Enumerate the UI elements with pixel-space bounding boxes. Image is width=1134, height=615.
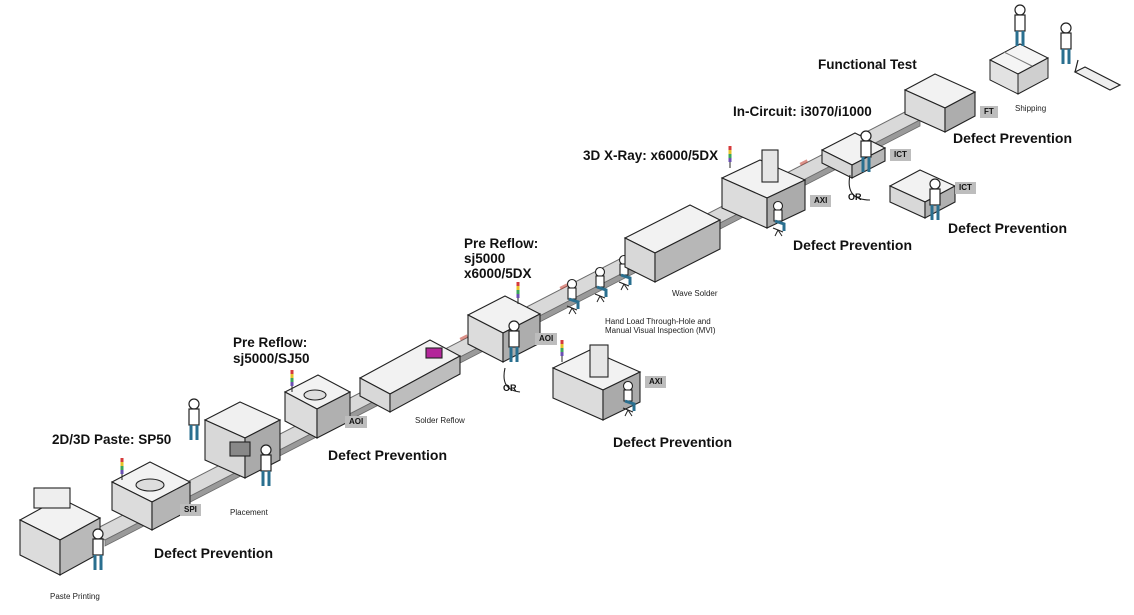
- axi-alt-defect-prevention: Defect Prevention: [613, 434, 733, 450]
- aoi1-heading-line2: sj5000/SJ50: [233, 351, 310, 366]
- hand-load-caption-line2: Manual Visual Inspection (MVI): [605, 326, 716, 335]
- ict-heading: In-Circuit: i3070/i1000: [733, 104, 872, 119]
- paste-printing-caption: Paste Printing: [50, 592, 100, 601]
- placement-caption: Placement: [230, 508, 268, 517]
- ft-defect-prevention: Defect Prevention: [953, 130, 1073, 146]
- aoi1-tag: AOI: [345, 416, 368, 428]
- ft-machine: [903, 73, 977, 133]
- hand-load-caption-line1: Hand Load Through-Hole and: [605, 317, 711, 326]
- or-label-aoi: OR: [503, 383, 517, 393]
- wave-solder-caption: Wave Solder: [672, 289, 718, 298]
- paste-printer-machine: [18, 487, 102, 576]
- pallet-jack: [1073, 59, 1122, 91]
- aoi-machine-1: [283, 374, 352, 439]
- ict-alt-tag: ICT: [955, 182, 976, 194]
- aoi2-heading-line1: Pre Reflow:: [464, 236, 539, 251]
- shipping-caption: Shipping: [1015, 104, 1047, 113]
- aoi2-heading-line3: x6000/5DX: [464, 266, 532, 281]
- axi-tag: AXI: [810, 195, 832, 207]
- ict-alt-defect-prevention: Defect Prevention: [948, 220, 1068, 236]
- axi-heading: 3D X-Ray: x6000/5DX: [583, 148, 719, 163]
- aoi2-tag: AOI: [535, 333, 558, 345]
- solder-reflow-oven: [358, 339, 462, 413]
- axi-alt-tag: AXI: [645, 376, 667, 388]
- spi-heading: 2D/3D Paste: SP50: [52, 432, 172, 447]
- aoi1-heading-line1: Pre Reflow:: [233, 335, 308, 350]
- or-arrow-aoi: [503, 367, 521, 393]
- ict-tag: ICT: [890, 149, 911, 161]
- ft-heading: Functional Test: [818, 57, 917, 72]
- wave-solder-machine: [623, 204, 722, 283]
- shipping-pallet: [988, 43, 1050, 95]
- aoi1-defect-prevention: Defect Prevention: [328, 447, 448, 463]
- ict-alt-machine: [888, 169, 957, 219]
- aoi2-heading-line2: sj5000: [464, 251, 506, 266]
- or-arrow-ict: [848, 174, 871, 201]
- solder-reflow-caption: Solder Reflow: [415, 416, 465, 425]
- or-label-ict: OR: [848, 192, 862, 202]
- spi-defect-prevention: Defect Prevention: [154, 545, 274, 561]
- ft-tag: FT: [980, 106, 998, 118]
- axi-defect-prevention: Defect Prevention: [793, 237, 913, 253]
- spi-tag: SPI: [180, 504, 201, 516]
- spi-machine: [110, 461, 192, 531]
